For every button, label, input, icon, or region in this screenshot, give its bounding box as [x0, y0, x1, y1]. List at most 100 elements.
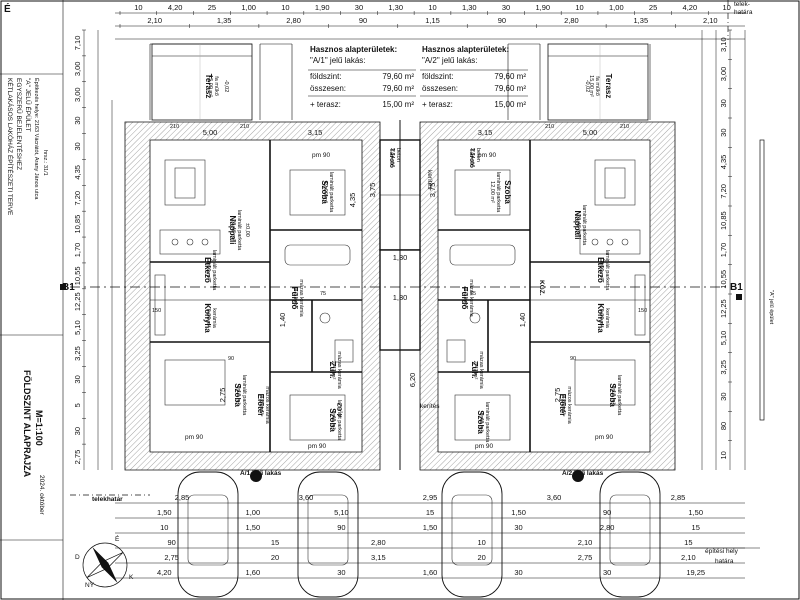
dimension-label: 90	[337, 523, 345, 532]
room-dining-right: Étkező	[596, 257, 605, 283]
dimension-label: 1,90	[535, 3, 550, 12]
room-kitchen-right-sub: kerámia6,09 m²	[598, 308, 610, 329]
dimension-label: 4,20	[157, 568, 172, 577]
boundary-right-label-1: telek-	[734, 1, 750, 8]
compass-rose: É D K NY	[75, 534, 134, 589]
dimension-label: 1,50	[511, 508, 526, 517]
opening-75-2: 75	[470, 291, 476, 297]
dimension-label: 2,75	[164, 553, 179, 562]
compass-south: D	[75, 554, 80, 561]
dimension-label: 5,10	[73, 320, 82, 335]
dimension-label: 3,00	[719, 67, 728, 82]
dimension-label: 30	[502, 3, 510, 12]
dimension-label: 2,85	[175, 493, 190, 502]
room-dining-left-sub: laminált parketta8,69 m²	[205, 250, 217, 291]
dimension-label: 1,70	[719, 243, 728, 258]
storage-core	[379, 120, 421, 470]
room-labels-left: Nappali laminált parketta20,46 m² ±0,00 …	[203, 148, 401, 441]
room-bedroom-right-1-sub: laminált parketta9,10 m²	[610, 375, 622, 416]
dimension-label: 1,60	[246, 568, 261, 577]
project-line2: EGYSZERŰ BEJELENTÉSHEZ	[15, 78, 24, 170]
dimension-label: 1,60	[423, 568, 438, 577]
room-storage-left: Tároló	[388, 148, 395, 168]
dimension-label: 1,70	[73, 243, 82, 258]
dimension-label: 2,10	[578, 538, 593, 547]
dimension-label: 30	[719, 128, 728, 136]
right-dimensions: 3,103,0030304,357,2010,851,7010,5512,255…	[701, 29, 746, 470]
area-right-row3-label: + terasz:	[422, 100, 453, 109]
opening-90-1: 90	[228, 356, 234, 362]
dimension-label: 10	[575, 3, 583, 12]
room-bedroom-left-3-sub: laminált parketta9,40 m²	[330, 400, 342, 441]
dimension-label: 2,75	[578, 553, 593, 562]
dimension-label: 4,35	[719, 155, 728, 170]
opening-210-3: 210	[545, 124, 554, 130]
inner-dimension-label: 5,00	[583, 128, 598, 137]
terrace-right	[507, 43, 651, 121]
area-left-row3-label: + terasz:	[310, 100, 341, 109]
room-terrace-right-sub: fa műkő15,00 m²	[588, 75, 600, 97]
dimension-label: 25	[208, 3, 216, 12]
dimension-label: 30	[719, 99, 728, 107]
dimension-label: 10,55	[719, 270, 728, 289]
terrace-right-level: -0,02	[584, 80, 590, 93]
dimension-label: 90	[359, 16, 367, 25]
dimension-label: 1,90	[315, 3, 330, 12]
dimension-label: 1,30	[388, 3, 403, 12]
dimension-label: 15	[271, 538, 279, 547]
door-tag-6: pm 90	[475, 443, 493, 450]
inner-dimension-label: 3,15	[308, 128, 323, 137]
dimension-label: 15	[684, 538, 692, 547]
room-hall-left: Előtér	[256, 394, 265, 417]
dimension-label: 90	[498, 16, 506, 25]
room-kitchen-left: Konyha	[203, 303, 212, 333]
opening-150-1: 150	[152, 308, 161, 314]
room-living-left-level: ±0,00	[244, 223, 250, 237]
right-flat-walls	[419, 121, 676, 471]
room-hall-left-sub: mázos kerámia4,82 m²	[258, 386, 270, 424]
room-bath-left-sub: mázas kerámia4,81 m²	[292, 279, 304, 317]
dimension-label: 1,15	[425, 16, 440, 25]
opening-150-2: 150	[638, 308, 647, 314]
dimension-label: 30	[514, 523, 522, 532]
dimension-label: 1,00	[246, 508, 261, 517]
room-bedroom-right-1: Szoba	[608, 383, 617, 407]
room-terrace-right: Terasz	[604, 74, 613, 99]
terrace-left	[149, 43, 293, 121]
room-bedroom-left-3: Szoba	[328, 408, 337, 432]
dimension-label: 15	[692, 523, 700, 532]
dimension-label: 10	[719, 451, 728, 459]
dimension-label: 19,25	[686, 568, 705, 577]
area-table-left: Hasznos alapterületek: "A/1" jelű lakás:…	[308, 45, 416, 109]
room-living-left: Nappali	[228, 216, 237, 245]
building-tag: "A" jelű épület	[768, 290, 774, 325]
dimension-label: 2,80	[371, 538, 386, 547]
dimension-label: 30	[355, 3, 363, 12]
dimension-label: 1,35	[634, 16, 649, 25]
room-shower-left: Zuh.	[328, 362, 337, 379]
dimension-label: 1,50	[157, 508, 172, 517]
location-label: Építkezés helye: 2163 Vácrátót, Arany Já…	[33, 78, 40, 200]
dimension-label: 90	[603, 508, 611, 517]
inner-dimension-label: 5,00	[203, 128, 218, 137]
dimension-label: 10	[477, 538, 485, 547]
inner-dimension-label: 4,02	[335, 403, 344, 418]
room-living-left-sub: laminált parketta20,46 m²	[230, 210, 242, 251]
room-bedroom-left-1: Szoba	[233, 383, 242, 407]
section-left: B1	[62, 282, 75, 293]
dimension-label: 15	[426, 508, 434, 517]
dimension-label: 4,35	[73, 165, 82, 180]
dimension-label: 7,10	[73, 36, 82, 51]
room-dining-right-sub: laminált parketta8,69 m²	[598, 250, 610, 291]
room-bath-left: Fürdő	[290, 287, 299, 310]
dimension-label: 1,30	[462, 3, 477, 12]
dimension-label: 10	[281, 3, 289, 12]
room-storage-right-sub: beton2,34 m²	[469, 148, 481, 167]
dimension-label: 30	[73, 375, 82, 383]
room-hall-right: Előtér	[558, 394, 567, 417]
inner-dimension-label: 2,75	[553, 388, 562, 403]
door-tag-1: pm 90	[312, 152, 330, 159]
inner-dimension-label: 4,35	[348, 193, 357, 208]
